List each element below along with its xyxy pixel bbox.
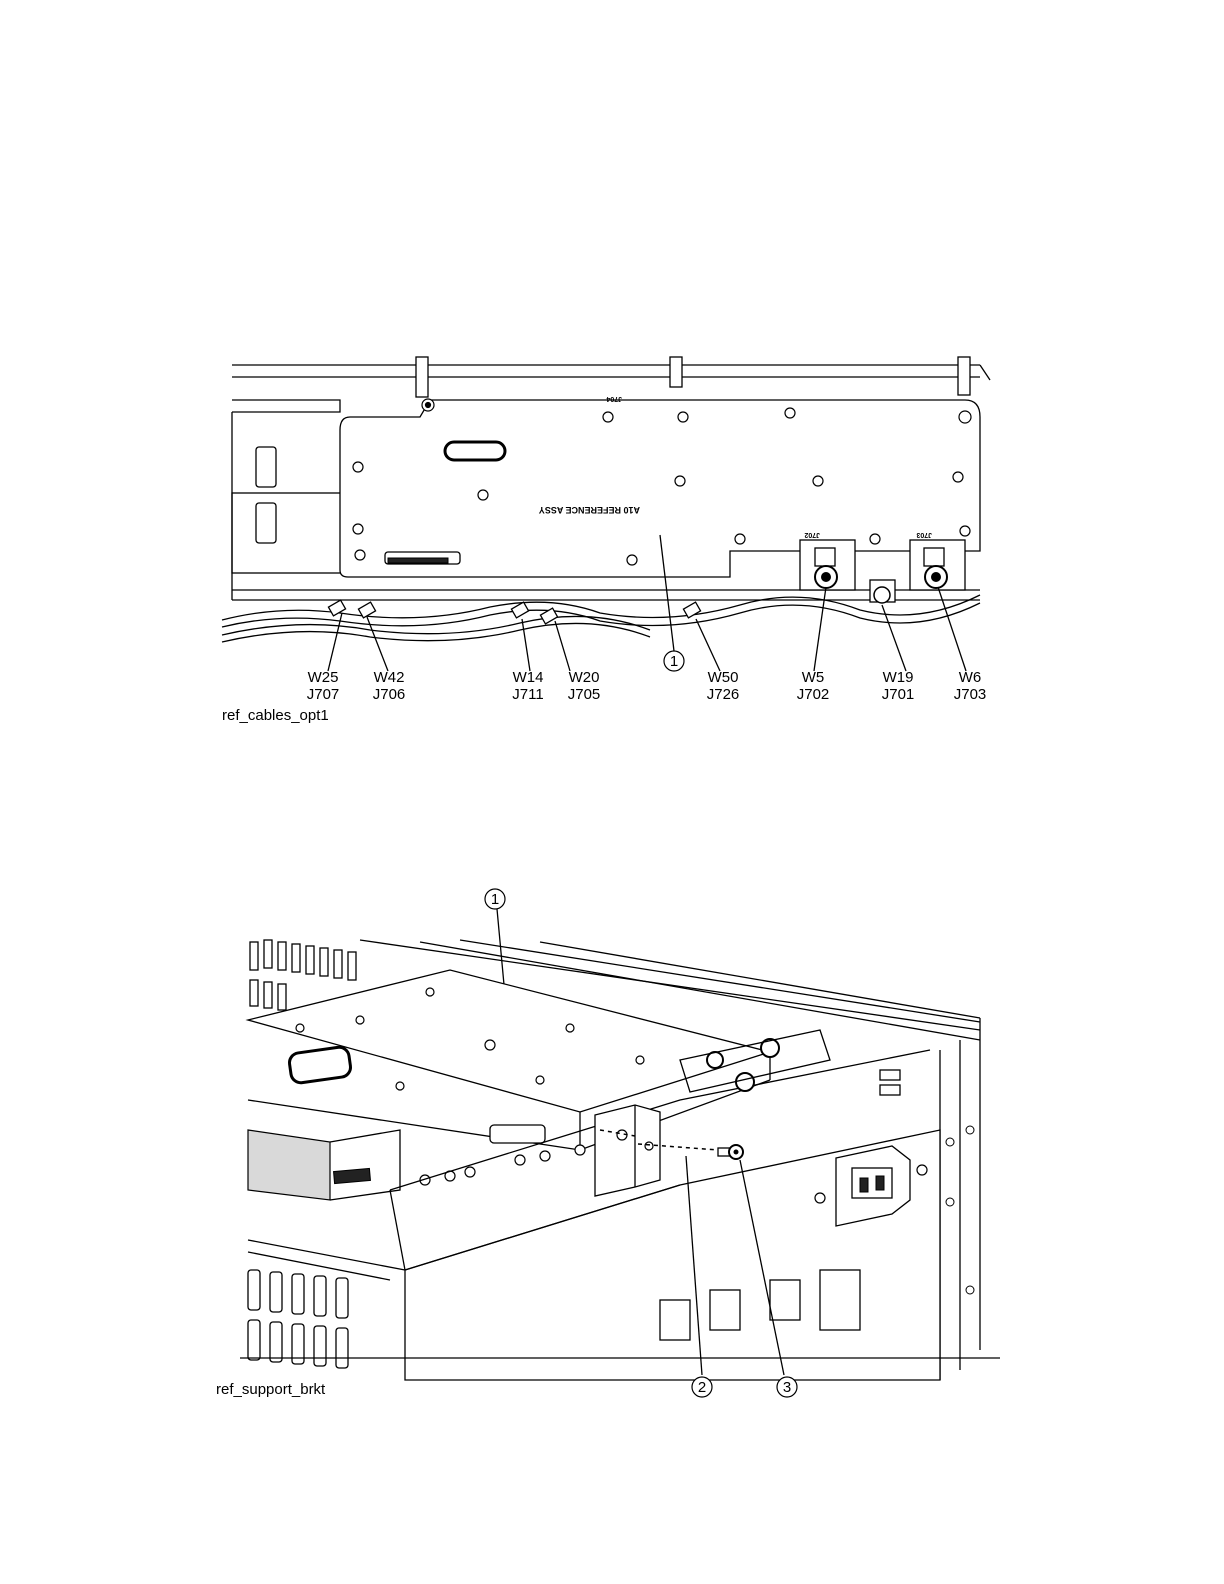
figure-ref-cables: A10 REFERENCE ASSY J704 J702 J703 (220, 355, 1000, 730)
cable-label-w19: W19 J701 (882, 669, 915, 703)
cable-label-w42: W42 J706 (373, 669, 406, 703)
svg-text:W50: W50 (708, 669, 739, 686)
svg-text:W25: W25 (308, 669, 339, 686)
cable-label-w20: W20 J705 (568, 669, 601, 703)
svg-text:W19: W19 (883, 669, 914, 686)
svg-text:W20: W20 (569, 669, 600, 686)
svg-text:W42: W42 (374, 669, 405, 686)
figure-caption-ref-support-bracket: ref_support_brkt (216, 1381, 325, 1398)
callout-2: 2 (698, 1379, 706, 1396)
svg-text:J702: J702 (804, 531, 820, 538)
cable-label-w14: W14 J711 (512, 669, 543, 703)
svg-text:A10 REFERENCE ASSY: A10 REFERENCE ASSY (539, 505, 640, 515)
svg-text:W6: W6 (959, 669, 982, 686)
callout-1: 1 (670, 653, 678, 670)
svg-text:J726: J726 (707, 686, 740, 703)
svg-text:W14: W14 (513, 669, 544, 686)
callout-1: 1 (491, 891, 499, 908)
callout-3: 3 (783, 1379, 791, 1396)
svg-text:J703: J703 (916, 531, 932, 538)
figure-caption-ref-cables: ref_cables_opt1 (222, 707, 329, 724)
svg-text:J702: J702 (797, 686, 830, 703)
svg-text:J705: J705 (568, 686, 601, 703)
svg-text:J707: J707 (307, 686, 340, 703)
cable-label-w5: W5 J702 (797, 669, 830, 703)
svg-text:J706: J706 (373, 686, 406, 703)
svg-text:J711: J711 (512, 686, 543, 703)
svg-text:J704: J704 (606, 395, 622, 402)
cable-label-w25: W25 J707 (307, 669, 340, 703)
svg-text:J703: J703 (954, 686, 987, 703)
figure-ref-support-bracket: 1 (240, 880, 1000, 1400)
svg-text:W5: W5 (802, 669, 825, 686)
ref-support-bracket-drawing: 1 (240, 880, 1000, 1400)
ref-cables-drawing: A10 REFERENCE ASSY J704 J702 J703 (220, 355, 1000, 730)
cable-label-w6: W6 J703 (954, 669, 987, 703)
cable-label-w50: W50 J726 (707, 669, 740, 703)
svg-text:J701: J701 (882, 686, 915, 703)
